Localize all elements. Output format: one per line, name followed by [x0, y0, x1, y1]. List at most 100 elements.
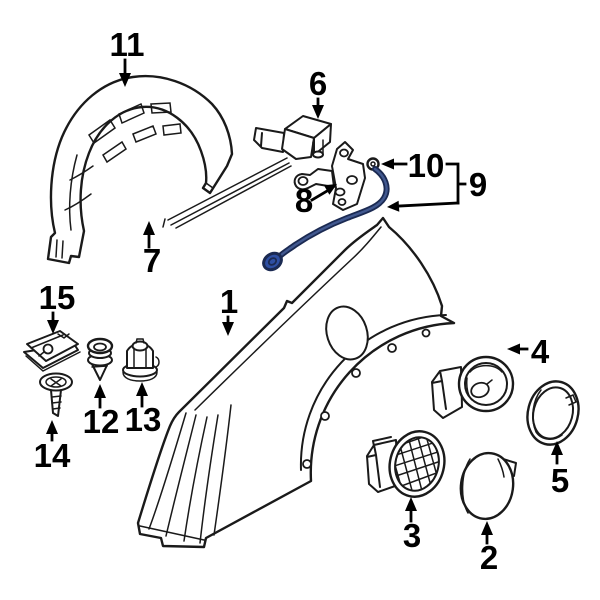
callout-12[interactable]: 12: [83, 384, 120, 440]
callout-label: 8: [295, 182, 313, 219]
screw-head-inner: [45, 376, 67, 388]
pocket-notch: [486, 379, 493, 385]
grommet-inner: [370, 161, 376, 167]
actuator-front-face: [281, 128, 315, 160]
pocket-box: [431, 366, 463, 419]
part-release-cable[interactable]: [260, 166, 390, 273]
liner-rib-slot: [118, 102, 145, 125]
cable-end-loop-inner: [267, 257, 278, 266]
callout-10[interactable]: 10: [381, 147, 444, 184]
bracket-hole: [339, 148, 349, 158]
callout-13[interactable]: 13: [125, 382, 162, 438]
door-disc: [459, 451, 515, 521]
part-wheel-arch-liner[interactable]: [46, 75, 234, 265]
liner-rib-slot: [132, 125, 157, 143]
door-tab-crease: [497, 458, 505, 478]
panel-foot-line: [139, 525, 205, 541]
callout-arrowhead: [46, 420, 58, 434]
seal-inner-detail: [532, 389, 577, 440]
callout-7[interactable]: 7: [143, 221, 161, 279]
housing-grid: [389, 432, 445, 496]
callout-9[interactable]: 9: [387, 162, 487, 212]
callout-arrowhead: [481, 521, 493, 535]
callout-arrowhead: [222, 322, 234, 336]
callout-label: 15: [39, 279, 76, 316]
callout-arrowhead: [119, 73, 131, 87]
fuel-filler-opening: [325, 305, 369, 361]
callout-bracket: [445, 162, 467, 205]
callout-label: 10: [408, 147, 445, 184]
rivet-head-hole: [93, 342, 107, 352]
part-flange-nut[interactable]: [122, 338, 160, 382]
callout-label: 2: [480, 539, 498, 576]
liner-foot-line: [55, 239, 64, 259]
clip-lip-edge: [25, 351, 81, 372]
callout-arrowhead: [507, 343, 520, 355]
part-fuel-pocket[interactable]: [431, 355, 515, 419]
callout-arrowhead: [381, 158, 394, 170]
callout-6[interactable]: 6: [309, 65, 327, 119]
flange-hole: [387, 343, 397, 353]
callout-arrowhead: [323, 184, 337, 195]
bracket-hole: [346, 175, 358, 185]
callout-8[interactable]: 8: [295, 182, 337, 219]
part-fuel-housing[interactable]: [366, 425, 451, 502]
liner-slash: [64, 193, 92, 211]
callout-label: 6: [309, 65, 327, 102]
callout-label: 12: [83, 403, 120, 440]
cable-end-loop: [262, 251, 283, 272]
callout-arrowhead: [136, 382, 148, 396]
clip-crease: [30, 333, 70, 349]
liner-contour: [68, 154, 78, 231]
callout-label: 4: [531, 333, 550, 370]
callout-line: [398, 201, 460, 208]
door-thickness-line: [461, 458, 471, 514]
part-quarter-panel[interactable]: [136, 216, 456, 549]
part-clip-nut[interactable]: [23, 330, 81, 372]
rivet-tip-line: [91, 365, 108, 368]
clip-hole-tail: [38, 351, 45, 357]
callout-5[interactable]: 5: [551, 441, 569, 499]
panel-flange-inner-arc: [299, 314, 447, 471]
liner-slash: [69, 165, 94, 181]
callout-11[interactable]: 11: [110, 26, 145, 87]
part-seal-ring[interactable]: [521, 376, 586, 451]
flange-hole: [351, 368, 361, 378]
liner-end-line: [205, 167, 227, 190]
part-latch-bracket[interactable]: [293, 141, 366, 211]
actuator-left-bracket: [253, 127, 285, 153]
callout-2[interactable]: 2: [480, 521, 498, 576]
callout-arrowhead: [94, 384, 106, 398]
callout-4[interactable]: 4: [507, 333, 550, 370]
callout-arrowhead: [551, 441, 563, 455]
liner-rib-slot: [150, 102, 172, 114]
callout-label: 11: [110, 26, 145, 63]
callout-14[interactable]: 14: [34, 420, 71, 474]
part-fuel-door[interactable]: [457, 450, 518, 523]
liner-rib-slot: [87, 118, 117, 145]
part-push-rivet[interactable]: [86, 337, 114, 381]
actuator-pin-lines: [312, 139, 324, 155]
part-lock-actuator[interactable]: [162, 115, 332, 229]
callout-arrowhead: [312, 105, 324, 119]
callout-15[interactable]: 15: [39, 279, 76, 334]
clip-hole: [42, 343, 54, 355]
callout-label: 3: [403, 517, 421, 554]
pocket-center-hole: [470, 381, 490, 399]
callout-label: 1: [220, 283, 238, 320]
flange-hole: [421, 328, 431, 338]
callout-arrowhead: [387, 200, 400, 212]
callout-3[interactable]: 3: [403, 497, 421, 554]
liner-rib-slot: [102, 140, 127, 164]
nut-flange-thickness: [122, 371, 158, 382]
callout-arrowhead: [405, 497, 417, 511]
screw-cross: [50, 378, 62, 387]
nut-top-nub: [135, 338, 145, 344]
callout-label: 7: [143, 242, 161, 279]
callout-1[interactable]: 1: [220, 283, 238, 336]
part-body-screw[interactable]: [39, 372, 73, 417]
actuator-pin: [312, 150, 324, 159]
pocket-inner-curves: [466, 364, 503, 401]
